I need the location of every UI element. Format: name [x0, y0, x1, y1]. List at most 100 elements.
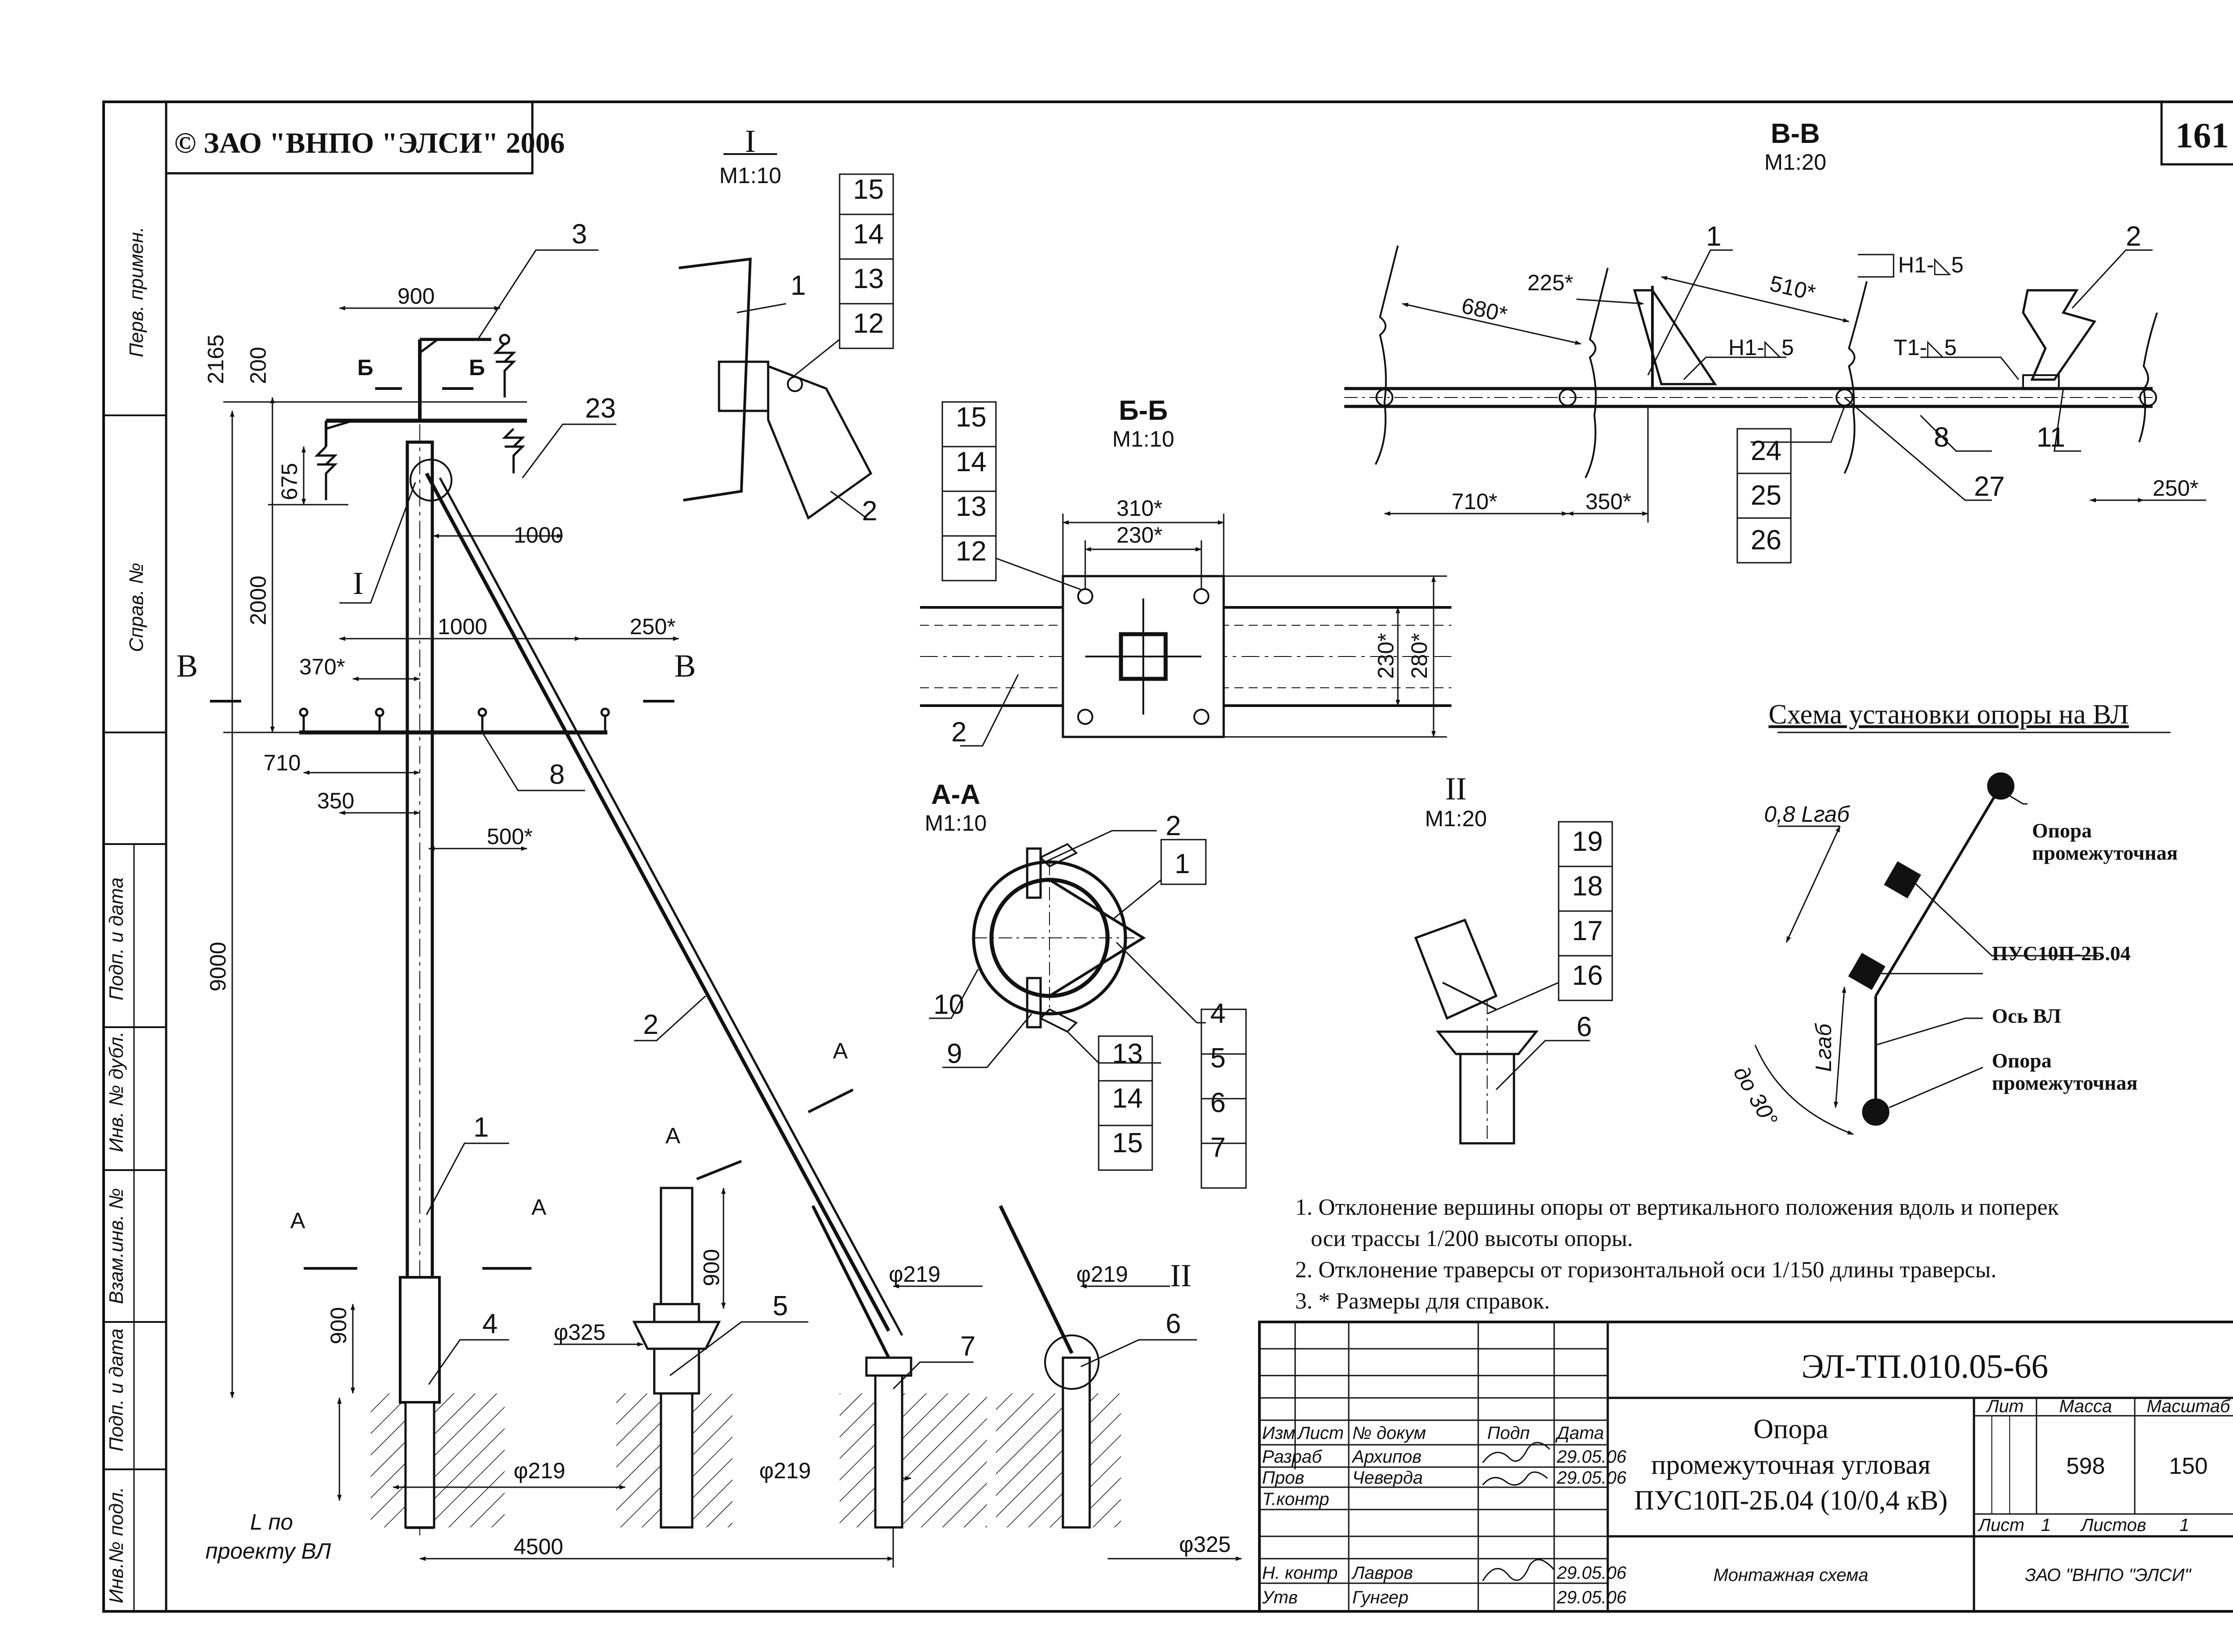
- marker-B-right: Б: [469, 355, 485, 380]
- view-VV-dim-250: 250*: [2153, 476, 2199, 501]
- tb-massa: Масса: [2059, 1397, 2112, 1416]
- scheme-opora2-line2: промежуточная: [1992, 1071, 2137, 1094]
- tb-date-razrab: 29.05.06: [1556, 1447, 1627, 1467]
- view-AA-callout-14: 14: [1112, 1083, 1143, 1114]
- note-1-line1: 1. Отклонение вершины опоры от вертикаль…: [1295, 1195, 2059, 1220]
- tb-date-utv: 29.05.06: [1556, 1588, 1627, 1607]
- tb-name-nkontr: Лавров: [1351, 1563, 1413, 1583]
- view-BB-texts: Б-Б М1:10 15 14 13 12 2 310* 230* 230* 2…: [951, 395, 1432, 748]
- view-II-scale: М1:20: [1425, 806, 1487, 831]
- foundation-phi325: φ325: [554, 1320, 606, 1345]
- dim-675: 675: [277, 463, 302, 500]
- marker-A-2: А: [531, 1195, 547, 1220]
- scheme-pus: ПУС10П-2Б.04: [1992, 942, 2131, 965]
- foundation-dim-900: 900: [699, 1249, 724, 1286]
- view-I-title: I: [745, 123, 756, 159]
- dim-4500: 4500: [514, 1534, 563, 1559]
- view-I-texts: I М1:10 15 14 13 12 1 2: [719, 123, 884, 527]
- view-VV-dim-225: 225*: [1527, 270, 1573, 295]
- dim-2000: 2000: [246, 576, 271, 625]
- insulators: [314, 334, 526, 500]
- main-pole-view: [210, 249, 1242, 1568]
- dim-L-line2: проекту ВЛ: [205, 1539, 331, 1564]
- tb-date-prov: 29.05.06: [1556, 1468, 1627, 1488]
- view-I-callout-1: 1: [790, 270, 806, 301]
- view-AA-callout-9: 9: [947, 1038, 962, 1069]
- foundation-callout-7: 7: [960, 1331, 975, 1362]
- view-VV-callout-11: 11: [2036, 422, 2065, 453]
- side-label-vzam: Взам.инв. №: [105, 1188, 127, 1304]
- view-VV: [1344, 245, 2206, 564]
- tb-name-razrab: Архипов: [1351, 1447, 1422, 1467]
- callout-4: 4: [482, 1309, 498, 1339]
- foundation-views: [554, 1187, 1197, 1529]
- view-VV-weld-1: Н1-◺5: [1898, 252, 1964, 277]
- tb-h-data: Дата: [1555, 1423, 1604, 1443]
- view-BB-scale: М1:10: [1112, 427, 1175, 452]
- view-BB-callout-2: 2: [951, 717, 966, 748]
- side-labels: Перв. примен. Справ. № Подп. и дата Инв.…: [105, 227, 147, 1603]
- dim-900-low: 900: [326, 1307, 351, 1344]
- view-II-callout-17: 17: [1572, 916, 1603, 946]
- view-II-callout-16: 16: [1572, 960, 1603, 991]
- scheme-title: Схема установки опоры на ВЛ: [1769, 699, 2129, 730]
- view-BB-title: Б-Б: [1119, 395, 1168, 426]
- tb-name-1: Опора: [1753, 1414, 1828, 1444]
- dim-250: 250*: [630, 614, 676, 639]
- side-label-inv-dubl: Инв. № дубл.: [105, 1031, 127, 1152]
- scheme-angle: до 30°: [1728, 1062, 1782, 1131]
- side-label-podp1: Подп. и дата: [105, 878, 127, 1000]
- view-AA-callout-2: 2: [1166, 811, 1181, 841]
- dim-350: 350: [317, 788, 354, 813]
- tb-name-prov: Чеверда: [1352, 1468, 1423, 1488]
- tb-date-nkontr: 29.05.06: [1556, 1563, 1627, 1583]
- tb-h-list: Лист: [1296, 1423, 1344, 1443]
- view-VV-callout-8: 8: [1934, 422, 1949, 453]
- scheme-opora1-line2: промежуточная: [2032, 841, 2178, 864]
- dim-9000: 9000: [205, 942, 230, 991]
- scheme-opora1-line1: Опора: [2032, 819, 2092, 842]
- signature-nkontr: [1482, 1559, 1555, 1581]
- dim-900: 900: [397, 284, 435, 309]
- dim-710: 710: [263, 750, 301, 775]
- marker-A-4: А: [833, 1038, 848, 1063]
- view-AA-callout-5: 5: [1210, 1043, 1225, 1074]
- foundation-phi219-c: φ219: [889, 1262, 941, 1287]
- view-AA-callout-15: 15: [1112, 1128, 1143, 1158]
- tb-massa-val: 598: [2066, 1453, 2105, 1479]
- view-BB-dim-230: 230*: [1116, 523, 1162, 548]
- callout-23: 23: [585, 393, 616, 424]
- view-AA-callout-4: 4: [1210, 998, 1225, 1029]
- view-II: [1414, 821, 1613, 1145]
- tb-lit: Лит: [1986, 1397, 2024, 1416]
- notes: 1. Отклонение вершины опоры от вертикаль…: [1295, 1195, 2059, 1314]
- dim-2165: 2165: [203, 335, 228, 384]
- dim-500: 500*: [487, 824, 533, 849]
- view-AA-callout-6: 6: [1210, 1087, 1225, 1118]
- note-3: 3. * Размеры для справок.: [1295, 1288, 1550, 1314]
- side-label-perv: Перв. примен.: [125, 227, 147, 357]
- install-scheme: [1754, 732, 2170, 1135]
- marker-V-left: В: [176, 648, 198, 684]
- copyright: © ЗАО "ВНПО "ЭЛСИ" 2006: [174, 127, 565, 159]
- sheet-frame: [102, 100, 2233, 1613]
- dim-phi219-a: φ219: [514, 1458, 565, 1483]
- tb-code: ЭЛ-ТП.010.05-66: [1802, 1348, 2049, 1385]
- view-BB-callout-14: 14: [956, 447, 987, 477]
- view-BB-callout-13: 13: [956, 491, 987, 522]
- view-VV-callout-2: 2: [2126, 221, 2141, 252]
- view-AA: [929, 830, 1247, 1189]
- callout-1: 1: [473, 1112, 489, 1143]
- scheme-l-gab: Lгаб: [1811, 1023, 1836, 1072]
- scheme-l-gab-08: 0,8 Lгаб: [1764, 802, 1850, 827]
- view-VV-texts: В-В М1:20 680* 225* 510* 710* 350* 250* …: [1451, 118, 2199, 556]
- view-II-callout-6: 6: [1576, 1012, 1592, 1042]
- marker-V-right: В: [674, 648, 696, 684]
- page-number: 161: [2175, 116, 2229, 155]
- view-VV-callout-27: 27: [1974, 471, 2005, 502]
- side-label-sprav: Справ. №: [125, 563, 147, 652]
- view-VV-title: В-В: [1771, 118, 1820, 149]
- dim-1000-a: 1000: [514, 523, 563, 548]
